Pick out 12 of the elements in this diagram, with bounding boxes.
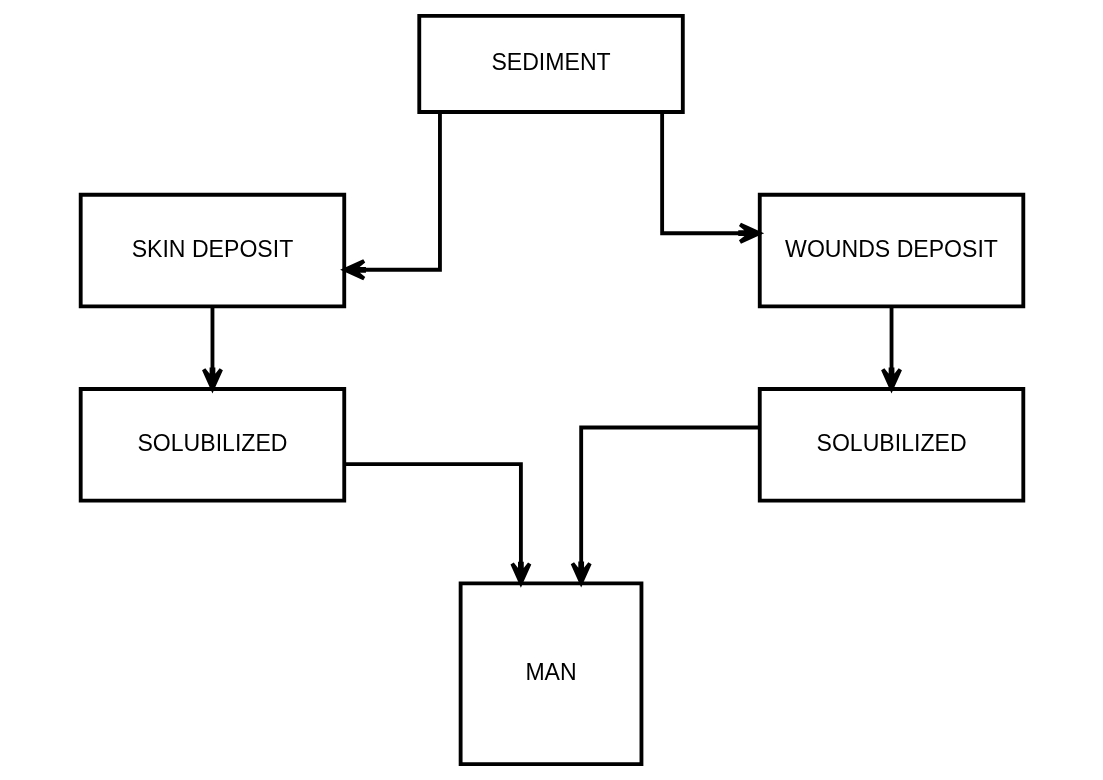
arrow	[659, 112, 761, 244]
arrow	[201, 306, 223, 391]
node-box: SEDIMENT	[416, 13, 685, 114]
arrow	[344, 462, 531, 585]
node-box: SKIN DEPOSIT	[78, 192, 346, 309]
node-box: MAN	[458, 581, 643, 767]
arrow	[880, 306, 902, 391]
node-box: SOLUBILIZED	[78, 387, 346, 503]
node-box: WOUNDS DEPOSIT	[757, 192, 1025, 309]
node-box: SOLUBILIZED	[757, 387, 1025, 503]
arrow	[342, 112, 442, 281]
arrow	[570, 425, 759, 585]
